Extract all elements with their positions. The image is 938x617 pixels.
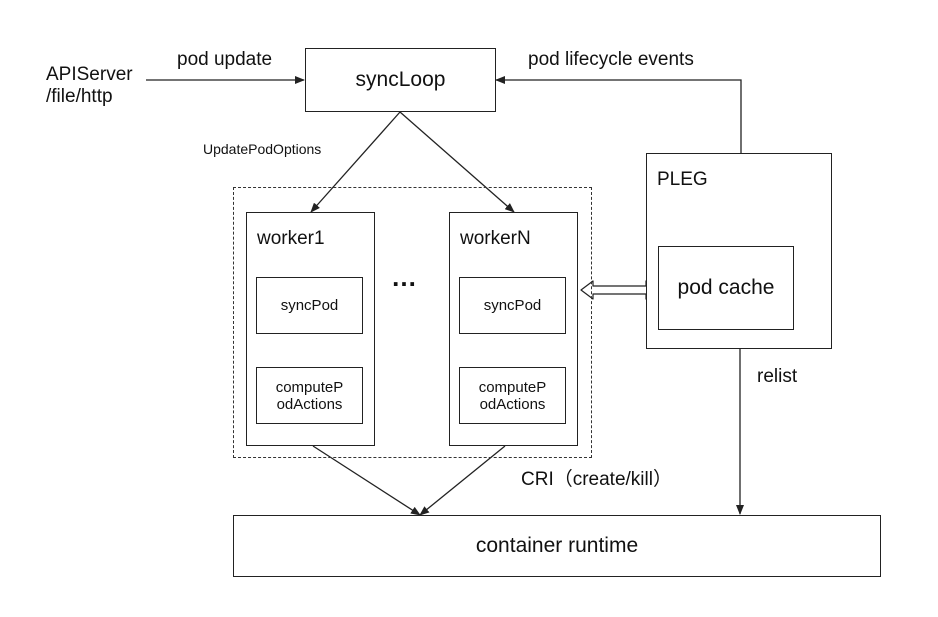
container-runtime-box: container runtime [233, 515, 881, 577]
worker-title: worker1 [257, 228, 325, 249]
syncloop-box: syncLoop [305, 48, 496, 112]
relist-label: relist [757, 366, 798, 387]
source-line-1: APIServer [46, 64, 133, 85]
container-runtime-label: container runtime [475, 534, 639, 557]
workers-ellipsis: … [391, 262, 417, 292]
update-pod-options-label: UpdatePodOptions [203, 141, 322, 157]
compute-pod-actions-line-2: odActions [479, 395, 546, 413]
compute-pod-actions-line-1: computeP [478, 378, 547, 396]
arrow-pleg-to-syncloop [495, 76, 742, 153]
source-line-2: /file/http [46, 85, 113, 107]
cri-label: CRI（create/kill） [521, 469, 672, 490]
compute-pod-actions-line-1: computeP [275, 378, 344, 396]
source-label: APIServer /file/http [46, 64, 133, 108]
pod-cache-label: pod cache [677, 276, 775, 299]
syncloop-label: syncLoop [355, 68, 446, 91]
syncpod-box: syncPod [256, 277, 363, 334]
syncpod-label: syncPod [280, 297, 339, 314]
pleg-title: PLEG [657, 169, 708, 190]
compute-pod-actions-box: computeP odActions [459, 367, 566, 424]
worker-title: workerN [460, 228, 531, 249]
arrow-syncloop-to-worker1 [310, 111, 401, 213]
compute-pod-actions-box: computeP odActions [256, 367, 363, 424]
pod-update-label: pod update [177, 49, 273, 70]
compute-pod-actions-line-2: odActions [276, 395, 343, 413]
pod-lifecycle-events-label: pod lifecycle events [528, 49, 694, 70]
pod-cache-box: pod cache [658, 246, 794, 330]
arrow-syncloop-to-workern [399, 111, 515, 213]
syncpod-box: syncPod [459, 277, 566, 334]
workers-group [233, 187, 592, 458]
syncpod-label: syncPod [483, 297, 542, 314]
